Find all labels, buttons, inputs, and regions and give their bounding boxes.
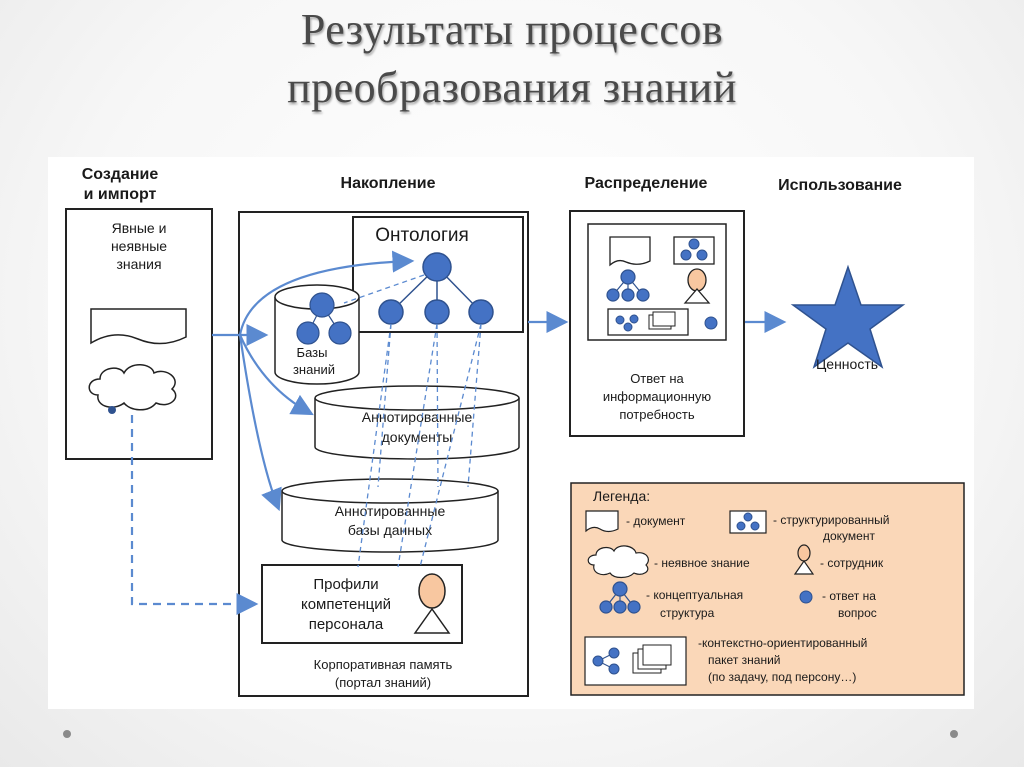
dist-package-icon	[607, 308, 689, 336]
create-text-1: Явные и	[112, 220, 167, 236]
annotated-db-label-2: базы данных	[348, 522, 432, 538]
knowledge-process-diagram: Создание и импорт Накопление Распределен…	[48, 157, 974, 709]
dist-answer-dot-icon	[704, 316, 718, 330]
legend-employee-text: - сотрудник	[820, 556, 884, 570]
legend-answer-dot-icon	[799, 590, 813, 604]
profiles-label-2: компетенций	[301, 596, 391, 613]
slide-title-line1: Результаты процессов	[300, 5, 724, 54]
annotated-docs-label-2: документы	[382, 429, 453, 445]
document-icon	[90, 308, 187, 345]
legend-concept-text-1: - концептуальная	[646, 588, 743, 602]
corp-memory-label-2: (портал знаний)	[335, 675, 431, 690]
dist-concept-tree-icon	[606, 269, 650, 302]
kb-label-1: Базы	[297, 345, 328, 360]
answer-label-3: потребность	[619, 407, 695, 422]
legend-structured-text-1: - структурированный	[773, 513, 889, 527]
flow-arrows	[212, 250, 787, 512]
legend-package-text-2: пакет знаний	[708, 653, 781, 667]
value-label: Ценность	[816, 356, 878, 372]
legend-document-icon	[585, 510, 619, 533]
header-use: Использование	[778, 177, 902, 194]
annotated-documents-cylinder	[314, 385, 520, 460]
answer-label-2: информационную	[603, 389, 712, 404]
create-text-3: знания	[116, 256, 161, 272]
legend-person-icon	[793, 544, 815, 575]
profiles-label-1: Профили	[313, 576, 378, 593]
legend-package-icon	[584, 636, 687, 686]
cloud-node-icon	[108, 406, 116, 414]
dist-document-icon	[609, 236, 651, 267]
legend-tacit-text: - неявное знание	[654, 556, 750, 570]
knowledge-base-cylinder	[274, 284, 360, 385]
header-create-line1: Создание	[82, 166, 159, 183]
legend-concept-text-2: структура	[660, 606, 715, 620]
annotated-db-label-1: Аннотированные	[335, 503, 446, 519]
slide-nav-dot-left	[63, 730, 71, 738]
corp-memory-label-1: Корпоративная память	[314, 657, 453, 672]
ontology-label: Онтология	[375, 225, 469, 246]
kb-label-2: знаний	[293, 362, 335, 377]
ontology-links	[343, 274, 482, 568]
slide-title-line2: преобразования знаний	[287, 63, 737, 112]
person-icon	[413, 573, 451, 634]
legend-structured-text-2: документ	[823, 529, 875, 543]
header-accumulate: Накопление	[341, 175, 436, 192]
profiles-label-3: персонала	[309, 616, 384, 633]
cloud-icon	[88, 364, 177, 411]
tacit-to-profiles-arrow	[130, 415, 259, 615]
dist-person-icon	[683, 268, 711, 304]
header-create-line2: и импорт	[84, 186, 157, 203]
legend-concept-tree-icon	[599, 581, 641, 614]
dist-structured-doc-icon	[673, 236, 715, 265]
legend-document-text: - документ	[626, 514, 686, 528]
header-distribute: Распределение	[585, 175, 708, 192]
legend-answer-text-2: вопрос	[838, 606, 877, 620]
legend-structured-doc-icon	[729, 510, 767, 534]
legend-title: Легенда:	[593, 488, 650, 504]
slide-nav-dot-right	[950, 730, 958, 738]
annotated-databases-cylinder	[281, 478, 499, 553]
annotated-docs-label-1: Аннотированные	[362, 409, 473, 425]
value-star-icon	[790, 264, 906, 369]
create-text-2: неявные	[111, 238, 167, 254]
legend-package-text-1: -контекстно-ориентированный	[698, 636, 867, 650]
legend-package-text-3: (по задачу, под персону…)	[708, 670, 856, 684]
legend-cloud-icon	[587, 545, 649, 579]
legend-answer-text-1: - ответ на	[822, 589, 876, 603]
answer-label-1: Ответ на	[630, 371, 684, 386]
